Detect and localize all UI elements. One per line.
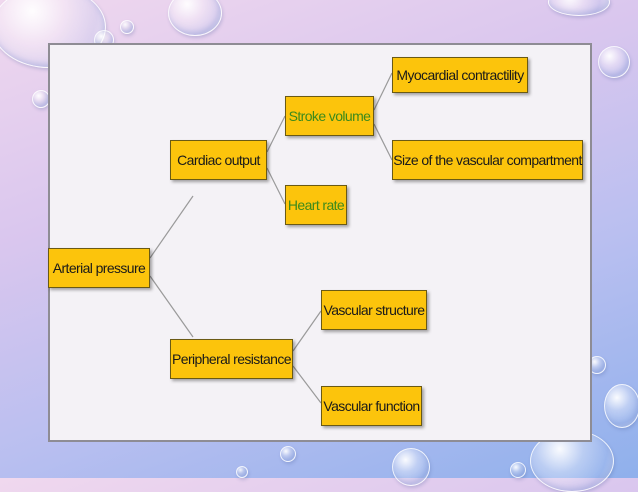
node-label: Size of the vascular compartment [393,152,582,168]
node-label: Arterial pressure [52,260,146,276]
node-myocardial-contractility: Myocardial contractility [392,57,528,93]
node-label: Vascular structure [323,302,426,318]
decorative-bubble [510,462,526,478]
node-size-vascular-compartment: Size of the vascular compartment [392,140,583,180]
node-cardiac-output: Cardiac output [170,140,267,180]
node-label: Cardiac output [177,152,260,168]
decorative-bubble [604,384,638,428]
decorative-bubble [236,466,248,478]
node-label: Heart rate [287,197,345,213]
decorative-bubble [548,0,610,16]
node-label: Vascular function [323,398,420,414]
decorative-bubble [168,0,222,36]
node-vascular-structure: Vascular structure [321,290,427,330]
decorative-bubble [392,448,430,486]
node-label: Myocardial contractility [396,67,524,83]
decorative-bubble [120,20,134,34]
node-stroke-volume: Stroke volume [285,96,374,136]
node-vascular-function: Vascular function [321,386,422,426]
node-label: Stroke volume [288,108,371,124]
node-arterial-pressure: Arterial pressure [48,248,150,288]
node-peripheral-resistance: Peripheral resistance [170,339,293,379]
node-heart-rate: Heart rate [285,185,347,225]
decorative-bubble [280,446,296,462]
decorative-bubble [598,46,630,78]
node-label: Peripheral resistance [172,351,292,367]
